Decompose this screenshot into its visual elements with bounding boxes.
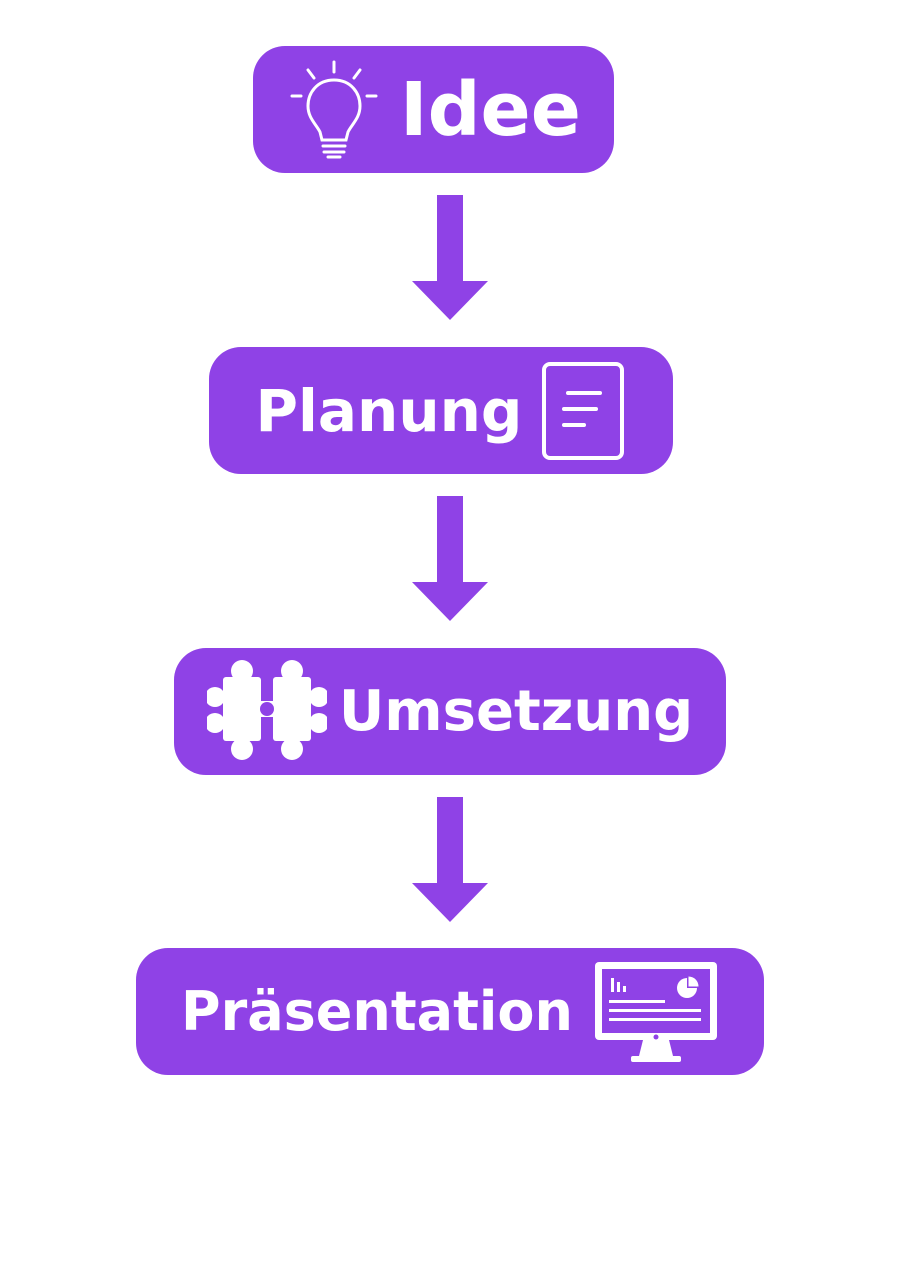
arrow-down-icon (412, 496, 488, 621)
step-umsetzung: Umsetzung (174, 648, 726, 775)
step-label: Idee (400, 66, 581, 153)
step-idee: Idee (253, 46, 614, 173)
lightbulb-icon (290, 60, 378, 158)
document-icon (542, 361, 625, 460)
step-planung: Planung (209, 347, 673, 474)
puzzle-icon (206, 659, 327, 760)
arrow-down-icon (412, 195, 488, 320)
step-praesentation: Präsentation (136, 948, 764, 1075)
step-label: Planung (255, 376, 523, 445)
step-label: Umsetzung (338, 678, 694, 744)
monitor-icon (594, 961, 717, 1062)
arrow-down-icon (412, 797, 488, 922)
step-label: Präsentation (181, 979, 573, 1043)
